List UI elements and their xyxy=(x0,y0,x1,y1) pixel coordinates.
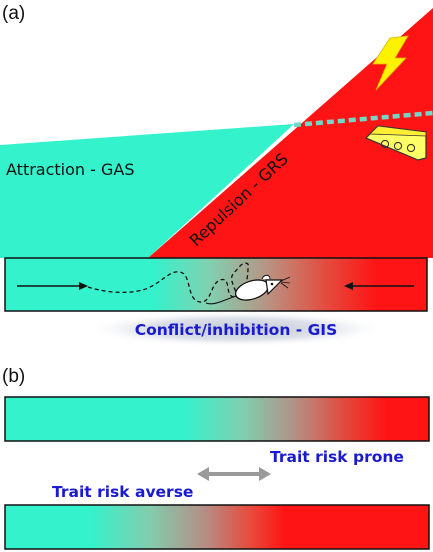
conflict-label: Conflict/inhibition - GIS xyxy=(135,321,338,339)
risk-prone-gradient-bar xyxy=(4,396,430,442)
repulsion-region xyxy=(148,8,433,258)
attraction-label: Attraction - GAS xyxy=(6,160,134,179)
attraction-region xyxy=(0,124,294,258)
panel-b-label: (b) xyxy=(2,366,25,387)
left-approach-arrow xyxy=(17,282,88,290)
lightning-bolt-icon xyxy=(372,35,409,91)
cheese-icon xyxy=(364,125,427,161)
right-avoid-arrow xyxy=(344,282,414,290)
risk-averse-gradient-bar xyxy=(4,504,430,550)
shift-double-arrow-icon xyxy=(197,467,271,481)
panel-a-label: (a) xyxy=(2,3,25,24)
rat-path-dashed-line xyxy=(87,262,250,303)
rat-icon xyxy=(205,274,291,305)
conflict-gradient-box xyxy=(4,257,428,312)
risk-prone-label: Trait risk prone xyxy=(270,448,404,466)
attraction-extension-dotted-line xyxy=(293,110,433,128)
conflict-label-glow xyxy=(86,311,386,347)
risk-averse-label: Trait risk averse xyxy=(52,483,193,501)
